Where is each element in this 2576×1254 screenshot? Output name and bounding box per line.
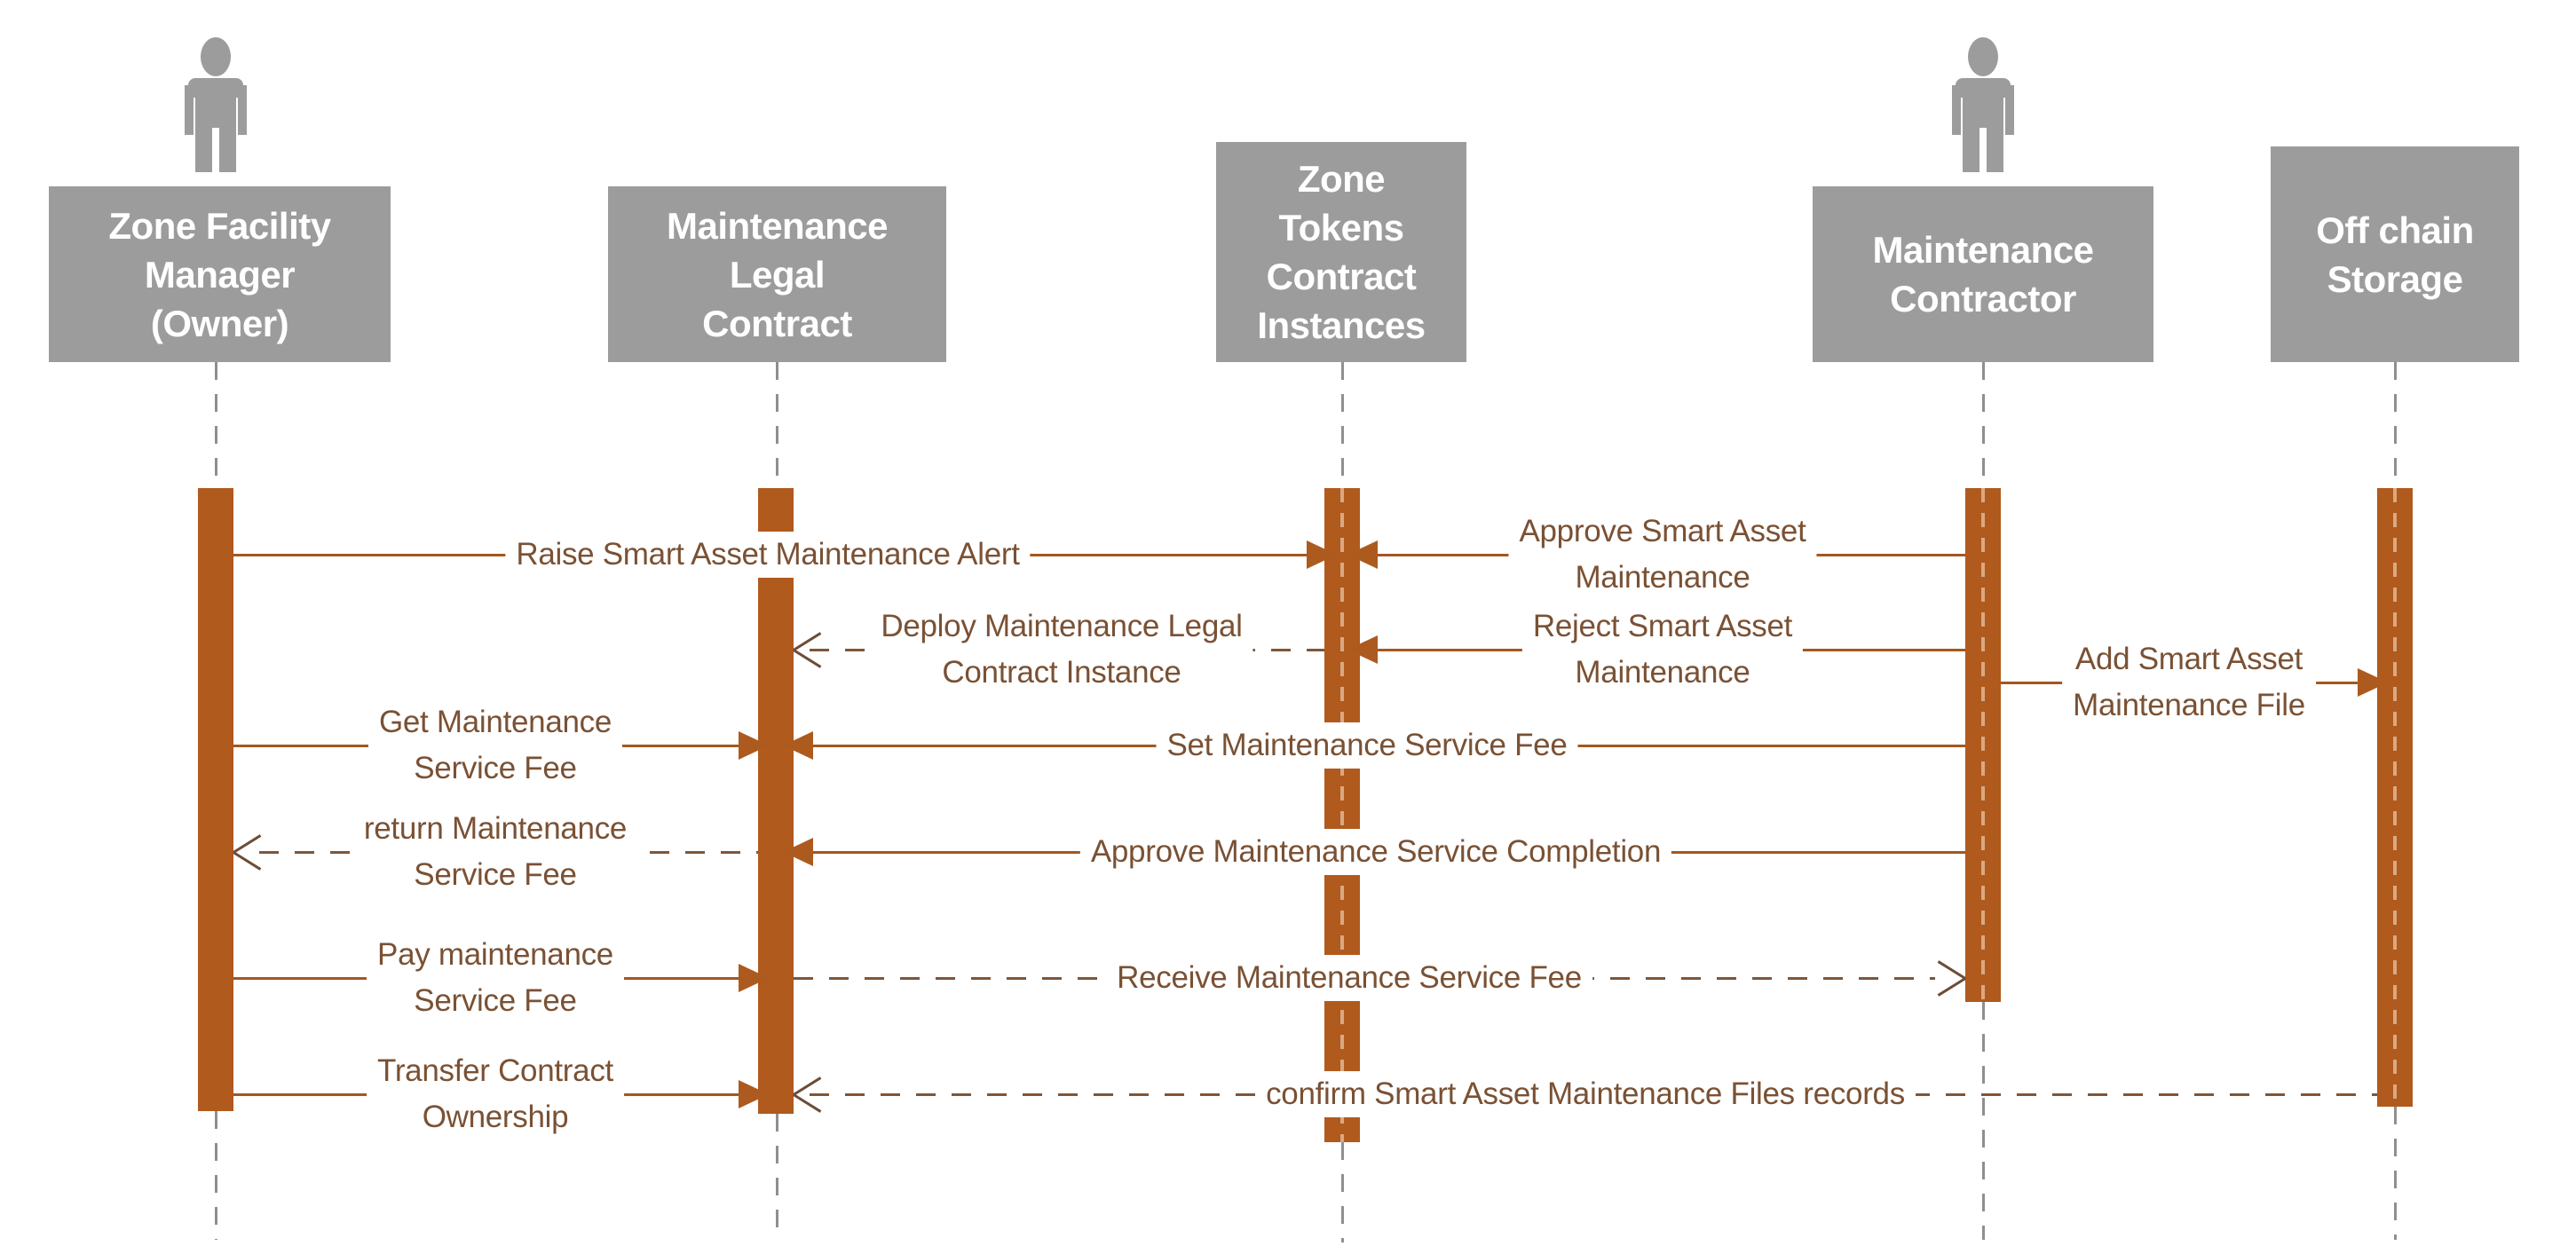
arrowhead-filled-right-icon <box>739 731 769 760</box>
arrowhead-filled-right-icon <box>2358 668 2388 697</box>
arrowhead-filled-left-icon <box>783 731 813 760</box>
actor-label-line: Legal <box>729 253 826 296</box>
message-label-line: Approve Smart Asset <box>1519 514 1806 548</box>
message-label-line: Service Fee <box>414 751 577 785</box>
message-label-raise-smart-asset-maintenance-alert: Raise Smart Asset Maintenance Alert <box>505 532 1031 578</box>
actor-label-line: Instances <box>1257 304 1426 346</box>
message-label-line: confirm Smart Asset Maintenance Files re… <box>1266 1077 1905 1111</box>
arrowhead-filled-right-icon <box>1307 540 1337 569</box>
lifeline <box>215 1111 217 1240</box>
actor-label-line: (Owner) <box>150 302 289 344</box>
message-label-line: Service Fee <box>414 857 577 892</box>
message-label-line: Maintenance <box>1575 655 1750 690</box>
arrowhead-open-left-icon <box>233 851 262 871</box>
arrowhead-filled-right-icon <box>739 1080 769 1108</box>
message-label-line: Maintenance <box>1575 560 1750 595</box>
arrowhead-filled-left-icon <box>783 838 813 866</box>
message-label-line: Ownership <box>422 1100 569 1134</box>
message-label-line: Maintenance File <box>2073 688 2305 722</box>
activation-bar-zone-facility-manager <box>198 488 233 1111</box>
message-label-receive-maintenance-service-fee: Receive Maintenance Service Fee <box>1106 955 1592 1001</box>
actor-label-line: Maintenance <box>1872 229 2094 271</box>
lifeline <box>1982 1002 1985 1240</box>
actor-label-line: Contract <box>702 302 852 344</box>
arrowhead-filled-left-icon <box>1347 540 1378 569</box>
arrowhead-open-left-icon <box>233 834 262 854</box>
lifeline <box>1982 362 1985 488</box>
message-label-line: Transfer Contract <box>377 1053 613 1088</box>
activation-bar-zone-tokens-contract-instances <box>1324 488 1360 1142</box>
lifeline-seam <box>2393 488 2397 1107</box>
message-label-line: Deploy Maintenance Legal <box>881 609 1243 643</box>
message-label-line: return Maintenance <box>363 811 628 846</box>
actor-label-line: Maintenance <box>667 204 888 247</box>
arrowhead-open-right-icon <box>1937 977 1966 997</box>
message-label-line: Get Maintenance <box>378 705 612 739</box>
lifeline-seam <box>1981 488 1985 1002</box>
lifeline <box>1341 1142 1344 1242</box>
message-label-line: Receive Maintenance Service Fee <box>1117 960 1582 995</box>
message-label-line: Raise Smart Asset Maintenance Alert <box>516 537 1020 572</box>
actor-label-line: Manager <box>144 253 296 296</box>
arrowhead-open-left-icon <box>793 1093 822 1113</box>
arrowhead-open-right-icon <box>1937 960 1966 980</box>
actor-label-line: Storage <box>2327 257 2463 300</box>
arrowhead-filled-right-icon <box>739 964 769 992</box>
arrowhead-open-left-icon <box>793 649 822 668</box>
actor-label-line: Tokens <box>1278 207 1404 248</box>
message-label-line: Approve Maintenance Service Completion <box>1090 834 1662 869</box>
activation-bar-maintenance-legal-contract <box>758 488 794 1114</box>
actor-label-line: Contract <box>1266 256 1417 297</box>
lifeline <box>215 362 217 488</box>
lifeline <box>2394 362 2397 488</box>
actor-label-line: Zone Facility <box>108 204 331 247</box>
arrowhead-filled-left-icon <box>1347 635 1378 664</box>
message-label-line: Service Fee <box>414 983 577 1018</box>
message-label-confirm-smart-asset-maintenance-files-records: confirm Smart Asset Maintenance Files re… <box>1255 1071 1916 1117</box>
actor-label-line: Zone <box>1297 158 1386 200</box>
actor-label-line: Contractor <box>1890 278 2076 319</box>
person-icon <box>167 37 265 172</box>
message-label-set-maintenance-service-fee: Set Maintenance Service Fee <box>1156 722 1578 769</box>
message-label-line: Pay maintenance <box>377 937 613 972</box>
lifeline <box>776 1114 778 1240</box>
lifeline <box>776 362 778 488</box>
lifeline-seam <box>1340 488 1344 1142</box>
message-label-line: Add Smart Asset <box>2074 642 2303 676</box>
lifeline <box>2394 1107 2397 1240</box>
message-label-line: Reject Smart Asset <box>1532 609 1793 643</box>
message-label-line: Set Maintenance Service Fee <box>1166 728 1568 762</box>
message-label-line: Contract Instance <box>942 655 1181 690</box>
message-label-approve-maintenance-service-completion: Approve Maintenance Service Completion <box>1079 829 1672 875</box>
actor-label-line: Off chain <box>2316 209 2474 251</box>
activation-bar-off-chain-storage <box>2377 488 2413 1107</box>
person-icon <box>1934 37 2032 172</box>
activation-bar-maintenance-contractor <box>1965 488 2001 1002</box>
lifeline <box>1341 362 1344 488</box>
